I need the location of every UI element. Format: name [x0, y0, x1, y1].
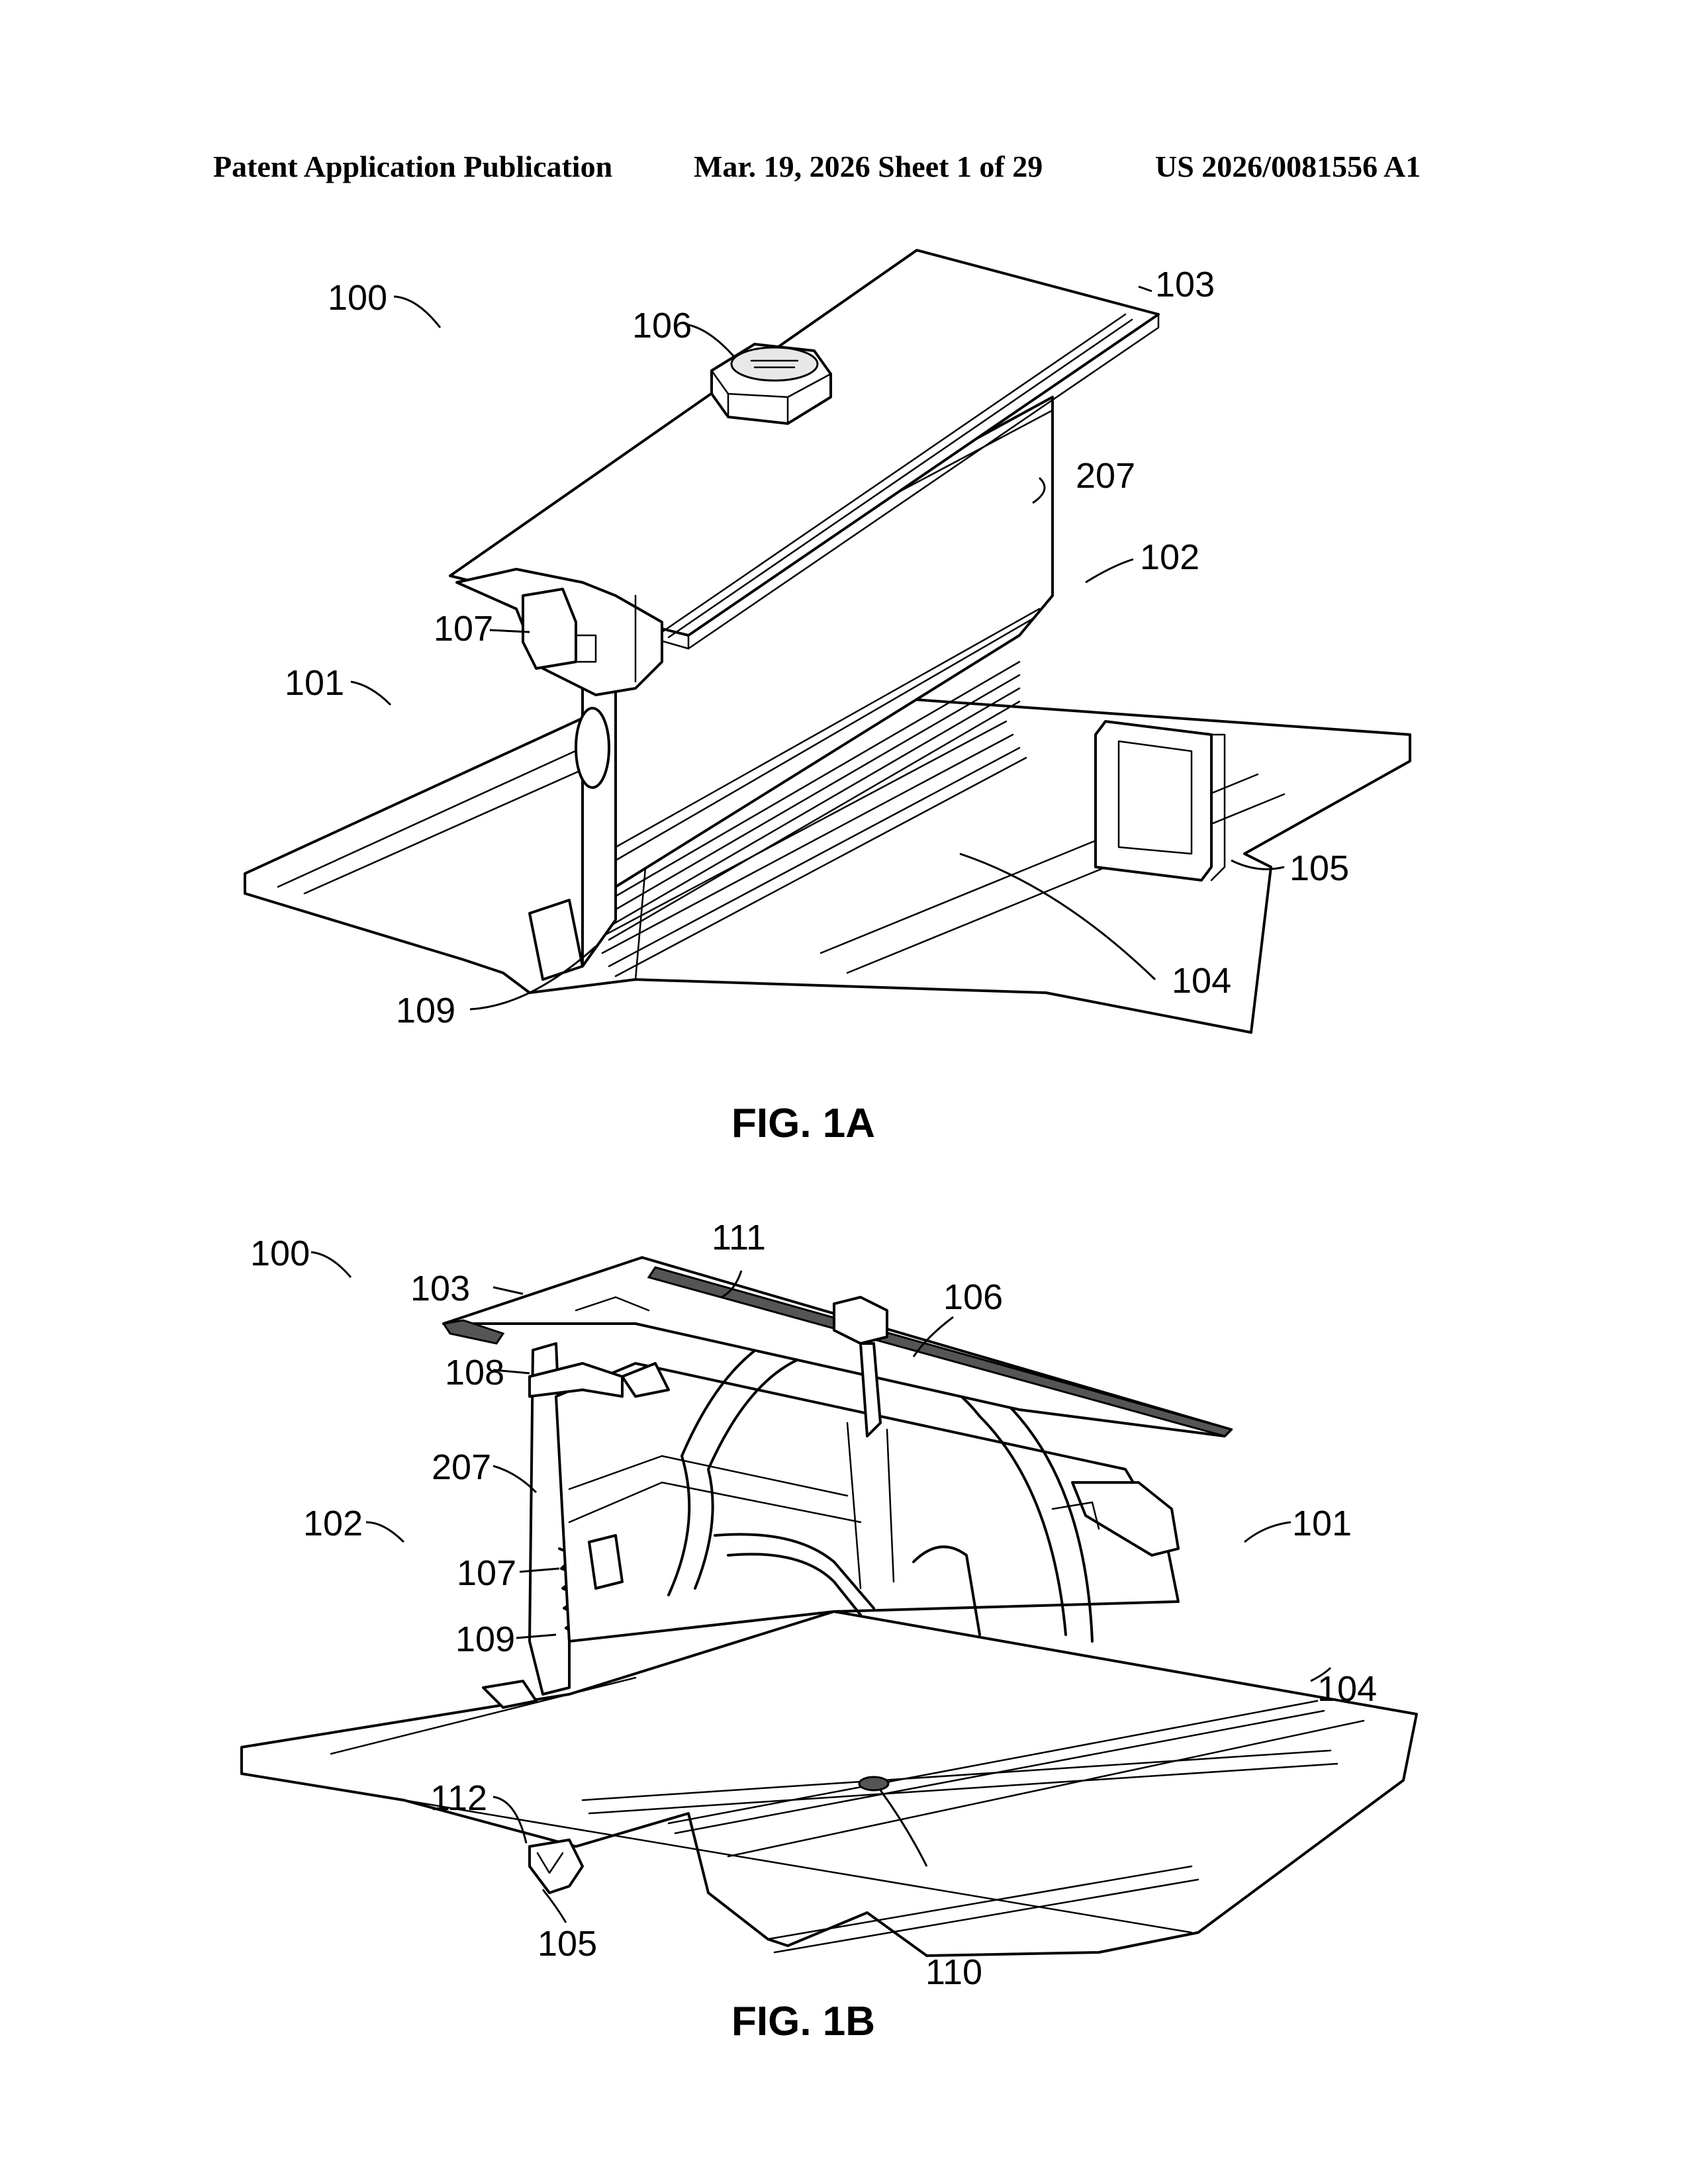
ref-104: 104 — [1172, 961, 1231, 1001]
ref-101: 101 — [1292, 1504, 1352, 1543]
ref-100: 100 — [328, 278, 387, 318]
figure-1a-caption: FIG. 1A — [731, 1101, 875, 1146]
ref-102: 102 — [1140, 537, 1199, 577]
ref-104: 104 — [1317, 1669, 1377, 1709]
ref-207: 207 — [432, 1447, 491, 1487]
ref-207: 207 — [1076, 456, 1135, 496]
ref-112: 112 — [430, 1778, 487, 1818]
ref-108: 108 — [445, 1353, 504, 1392]
ref-110: 110 — [925, 1952, 982, 1992]
ref-107: 107 — [434, 609, 493, 649]
figure-1a-drawing — [245, 250, 1410, 1032]
figure-1b-caption: FIG. 1B — [731, 1999, 875, 2044]
figure-1a: 100 106 103 207 102 107 101 105 104 109 … — [0, 0, 1688, 1165]
ref-107: 107 — [457, 1553, 516, 1593]
ref-111: 111 — [712, 1218, 766, 1257]
ref-106: 106 — [943, 1277, 1003, 1317]
ref-103: 103 — [410, 1269, 470, 1308]
ref-102: 102 — [303, 1504, 363, 1543]
figure-1b-drawing — [242, 1257, 1417, 1956]
ref-100: 100 — [250, 1234, 310, 1273]
ref-101: 101 — [285, 663, 344, 703]
ref-105: 105 — [1289, 848, 1349, 888]
ref-109: 109 — [396, 991, 455, 1030]
ref-109: 109 — [455, 1619, 515, 1659]
ref-103: 103 — [1155, 265, 1215, 304]
figure-1b: 100 103 111 106 108 207 102 101 107 109 … — [0, 1165, 1688, 2184]
ref-105: 105 — [538, 1924, 597, 1964]
ref-106: 106 — [632, 306, 692, 345]
